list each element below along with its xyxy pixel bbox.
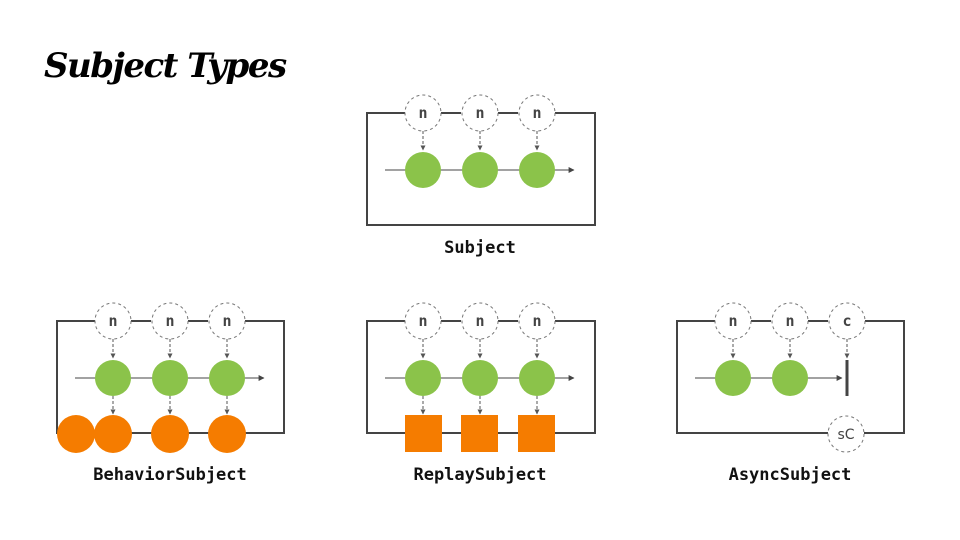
node-label: n (785, 312, 794, 330)
subject-input-node: n (461, 94, 499, 132)
behavior-emission (152, 360, 188, 396)
replay-input-node: n (404, 302, 442, 340)
replay-emission (405, 360, 441, 396)
replay-buffered-value (461, 415, 498, 452)
node-label: n (532, 104, 541, 122)
async-subject-label: AsyncSubject (729, 465, 852, 485)
node-label: n (475, 312, 484, 330)
async-emission (772, 360, 808, 396)
replay-buffered-value (405, 415, 442, 452)
node-label: n (418, 312, 427, 330)
node-label: n (108, 312, 117, 330)
replay-subject-diagram: n n n ReplaySubject (366, 302, 596, 485)
node-label: sC (837, 427, 854, 443)
node-label: n (728, 312, 737, 330)
replay-emission (519, 360, 555, 396)
async-subject-diagram: n n c sC AsyncSubject (676, 302, 905, 485)
node-label: n (222, 312, 231, 330)
replay-input-node: n (518, 302, 556, 340)
behavior-subject-label: BehaviorSubject (93, 465, 247, 485)
replay-emission (462, 360, 498, 396)
behavior-replayed-value (57, 415, 95, 453)
replay-subject-label: ReplaySubject (413, 465, 546, 485)
behavior-replayed-value (94, 415, 132, 453)
subject-diagram: n n n Subject (366, 94, 596, 258)
replay-input-node: n (461, 302, 499, 340)
subject-input-node: n (404, 94, 442, 132)
node-label: n (165, 312, 174, 330)
behavior-subject-diagram: n n n BehaviorSubject (56, 302, 285, 485)
behavior-input-node: n (151, 302, 189, 340)
replay-buffered-value (518, 415, 555, 452)
behavior-input-node: n (208, 302, 246, 340)
behavior-replayed-value (208, 415, 246, 453)
subject-label: Subject (444, 238, 516, 258)
behavior-input-node: n (94, 302, 132, 340)
node-label: c (842, 312, 851, 330)
subject-box (366, 112, 596, 226)
behavior-emission (95, 360, 131, 396)
async-box (676, 320, 828, 434)
node-label: n (532, 312, 541, 330)
subject-emission (405, 152, 441, 188)
async-input-node: n (714, 302, 752, 340)
subject-emission (519, 152, 555, 188)
behavior-replayed-value (151, 415, 189, 453)
async-input-node: n (771, 302, 809, 340)
behavior-emission (209, 360, 245, 396)
page-title: Subject Types (44, 46, 287, 86)
subject-input-node: n (518, 94, 556, 132)
async-emission (715, 360, 751, 396)
async-complete-node: c (828, 302, 866, 340)
async-output-node: sC (827, 415, 865, 453)
node-label: n (418, 104, 427, 122)
node-label: n (475, 104, 484, 122)
subject-emission (462, 152, 498, 188)
